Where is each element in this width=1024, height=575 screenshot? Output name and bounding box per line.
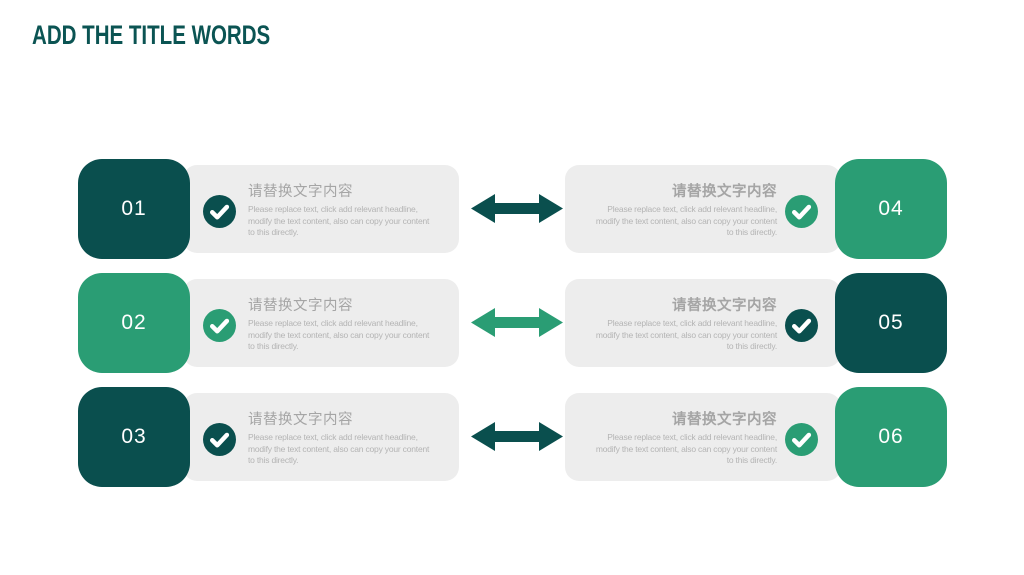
card-06: 06 请替换文字内容 Please replace text, click ad… — [565, 387, 947, 487]
card-body-text[interactable]: to this directly. — [726, 341, 777, 351]
card-text-block: 请替换文字内容 Please replace text, click add r… — [596, 298, 777, 353]
card-number-badge[interactable]: 04 — [835, 159, 947, 259]
double-arrow-icon — [471, 308, 563, 337]
card-body-text[interactable]: Please replace text, click add relevant … — [248, 432, 418, 442]
card-02: 02 请替换文字内容 Please replace text, click ad… — [78, 273, 459, 373]
card-text-block: 请替换文字内容 Please replace text, click add r… — [248, 298, 429, 353]
card-number-badge[interactable]: 05 — [835, 273, 947, 373]
checkmark-icon — [203, 195, 236, 228]
card-01: 01 请替换文字内容 Please replace text, click ad… — [78, 159, 459, 259]
card-body-text[interactable]: modify the text content, also can copy y… — [248, 215, 430, 226]
card-body-text[interactable]: to this directly. — [248, 341, 299, 351]
checkmark-icon — [203, 423, 236, 456]
card-number-badge[interactable]: 03 — [78, 387, 190, 487]
card-body-text[interactable]: Please replace text, click add relevant … — [248, 318, 418, 328]
card-heading[interactable]: 请替换文字内容 — [248, 298, 353, 314]
card-heading[interactable]: 请替换文字内容 — [248, 412, 353, 428]
card-number-badge[interactable]: 06 — [835, 387, 947, 487]
card-heading[interactable]: 请替换文字内容 — [248, 184, 353, 200]
card-text-block: 请替换文字内容 Please replace text, click add r… — [248, 184, 429, 239]
card-body-text[interactable]: Please replace text, click add relevant … — [607, 318, 777, 328]
card-body-text[interactable]: to this directly. — [248, 227, 299, 237]
double-arrow-icon — [471, 422, 563, 451]
card-heading[interactable]: 请替换文字内容 — [672, 298, 777, 314]
page-title[interactable]: ADD THE TITLE WORDS — [32, 20, 271, 50]
checkmark-icon — [785, 423, 818, 456]
card-heading[interactable]: 请替换文字内容 — [672, 184, 777, 200]
card-body-text[interactable]: Please replace text, click add relevant … — [607, 204, 777, 214]
card-04: 04 请替换文字内容 Please replace text, click ad… — [565, 159, 947, 259]
card-body-text[interactable]: modify the text content, also can copy y… — [595, 329, 777, 340]
card-body-text[interactable]: modify the text content, also can copy y… — [595, 443, 777, 454]
card-body-text[interactable]: to this directly. — [726, 227, 777, 237]
card-03: 03 请替换文字内容 Please replace text, click ad… — [78, 387, 459, 487]
card-body-text[interactable]: Please replace text, click add relevant … — [607, 432, 777, 442]
card-05: 05 请替换文字内容 Please replace text, click ad… — [565, 273, 947, 373]
card-body-text[interactable]: to this directly. — [248, 455, 299, 465]
card-heading[interactable]: 请替换文字内容 — [672, 412, 777, 428]
double-arrow-icon — [471, 194, 563, 223]
checkmark-icon — [785, 195, 818, 228]
checkmark-icon — [203, 309, 236, 342]
card-text-block: 请替换文字内容 Please replace text, click add r… — [248, 412, 429, 467]
card-number-badge[interactable]: 01 — [78, 159, 190, 259]
card-body-text[interactable]: Please replace text, click add relevant … — [248, 204, 418, 214]
card-body-text[interactable]: to this directly. — [726, 455, 777, 465]
card-body-text[interactable]: modify the text content, also can copy y… — [595, 215, 777, 226]
card-text-block: 请替换文字内容 Please replace text, click add r… — [596, 412, 777, 467]
card-body-text[interactable]: modify the text content, also can copy y… — [248, 443, 430, 454]
card-body-text[interactable]: modify the text content, also can copy y… — [248, 329, 430, 340]
checkmark-icon — [785, 309, 818, 342]
card-number-badge[interactable]: 02 — [78, 273, 190, 373]
card-text-block: 请替换文字内容 Please replace text, click add r… — [596, 184, 777, 239]
